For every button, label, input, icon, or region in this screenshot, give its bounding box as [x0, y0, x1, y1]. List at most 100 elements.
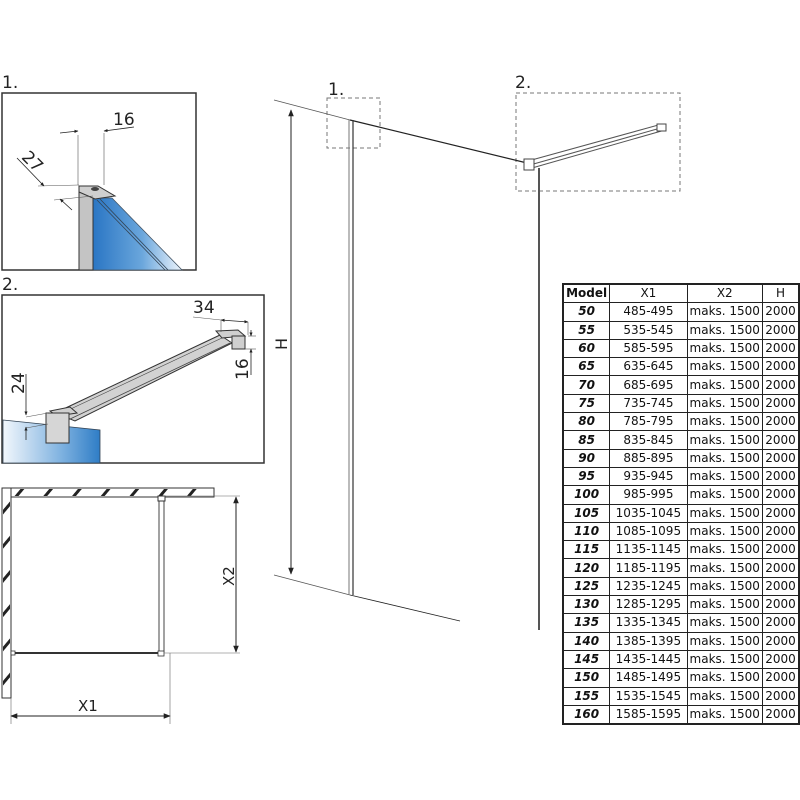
- cell-x2: maks. 1500: [686, 338, 763, 359]
- cell-x1: 1435-1445: [609, 649, 688, 670]
- cell-x1: 635-645: [609, 357, 688, 377]
- callout-2-label: 2.: [515, 73, 531, 93]
- cell-h: 2000: [761, 613, 800, 633]
- cell-x2: maks. 1500: [686, 595, 763, 615]
- cell-h: 2000: [761, 704, 800, 725]
- dim-34: 34: [193, 298, 215, 318]
- cell-model: 85: [562, 430, 611, 450]
- x1-label: X1: [78, 697, 98, 715]
- glass-clamp: [45, 412, 70, 444]
- dim-16-height: 16: [233, 358, 253, 380]
- cell-h: 2000: [761, 430, 800, 450]
- cell-x1: 485-495: [609, 302, 688, 322]
- cell-h: 2000: [761, 393, 800, 414]
- detail-1: 1. 16 27: [1, 73, 197, 271]
- callout-1-label: 1.: [328, 80, 344, 100]
- cell-model: 110: [562, 521, 611, 542]
- cell-x2: maks. 1500: [686, 503, 763, 523]
- detail-2: 2. 34 16 24: [1, 275, 265, 464]
- cell-x1: 985-995: [609, 485, 688, 505]
- glass-top-edge: [349, 119, 528, 164]
- cell-x1: 1535-1545: [609, 686, 688, 706]
- cell-h: 2000: [761, 320, 800, 340]
- cell-h: 2000: [761, 540, 800, 560]
- cell-model: 105: [562, 503, 611, 523]
- cell-x2: maks. 1500: [686, 412, 763, 432]
- cell-x1: 1585-1595: [609, 704, 688, 725]
- cell-model: 155: [562, 686, 611, 706]
- cell-x2: maks. 1500: [686, 558, 763, 578]
- cell-x1: 1185-1195: [609, 558, 688, 578]
- cell-model: 55: [562, 320, 611, 340]
- cell-model: 130: [562, 595, 611, 615]
- cell-h: 2000: [761, 466, 800, 487]
- cell-model: 75: [562, 393, 611, 414]
- cell-model: 120: [562, 558, 611, 578]
- cell-x1: 885-895: [609, 448, 688, 468]
- cell-model: 95: [562, 466, 611, 487]
- cell-x1: 1335-1345: [609, 613, 688, 633]
- dim-24: 24: [9, 372, 29, 394]
- cell-model: 150: [562, 668, 611, 688]
- cell-x2: maks. 1500: [686, 375, 763, 395]
- cell-h: 2000: [761, 412, 800, 432]
- cell-x2: maks. 1500: [686, 631, 763, 651]
- cell-x2: maks. 1500: [686, 393, 763, 414]
- table-header-row: Model X1 X2 H: [562, 283, 800, 304]
- cell-x1: 785-795: [609, 412, 688, 432]
- cell-h: 2000: [761, 503, 800, 523]
- x2-label: X2: [220, 566, 238, 586]
- detail-1-label: 1.: [2, 73, 18, 93]
- cell-x2: maks. 1500: [686, 613, 763, 633]
- cell-model: 125: [562, 576, 611, 597]
- cell-model: 140: [562, 631, 611, 651]
- dim-16: 16: [113, 110, 135, 130]
- cell-h: 2000: [761, 485, 800, 505]
- cell-h: 2000: [761, 357, 800, 377]
- header-h: H: [761, 283, 800, 304]
- cell-x1: 1485-1495: [609, 668, 688, 688]
- wall-profile: [78, 191, 94, 271]
- cell-h: 2000: [761, 686, 800, 706]
- cell-h: 2000: [761, 668, 800, 688]
- cell-model: 135: [562, 613, 611, 633]
- cell-x1: 1135-1145: [609, 540, 688, 560]
- cell-model: 80: [562, 412, 611, 432]
- cell-x2: maks. 1500: [686, 668, 763, 688]
- height-label: H: [272, 338, 291, 350]
- plan-view: X2 X1: [1, 487, 240, 724]
- cell-x2: maks. 1500: [686, 704, 763, 725]
- header-x2: X2: [686, 283, 763, 304]
- cell-x1: 1235-1245: [609, 576, 688, 597]
- cell-x2: maks. 1500: [686, 649, 763, 670]
- cell-model: 100: [562, 485, 611, 505]
- cell-h: 2000: [761, 521, 800, 542]
- stabilizer-bar-plan: [158, 496, 165, 653]
- cell-model: 145: [562, 649, 611, 670]
- cell-model: 60: [562, 338, 611, 359]
- cell-x2: maks. 1500: [686, 302, 763, 322]
- cell-x2: maks. 1500: [686, 466, 763, 487]
- cell-model: 50: [562, 302, 611, 322]
- cell-h: 2000: [761, 448, 800, 468]
- cell-x1: 935-945: [609, 466, 688, 487]
- cell-x2: maks. 1500: [686, 521, 763, 542]
- cell-x1: 685-695: [609, 375, 688, 395]
